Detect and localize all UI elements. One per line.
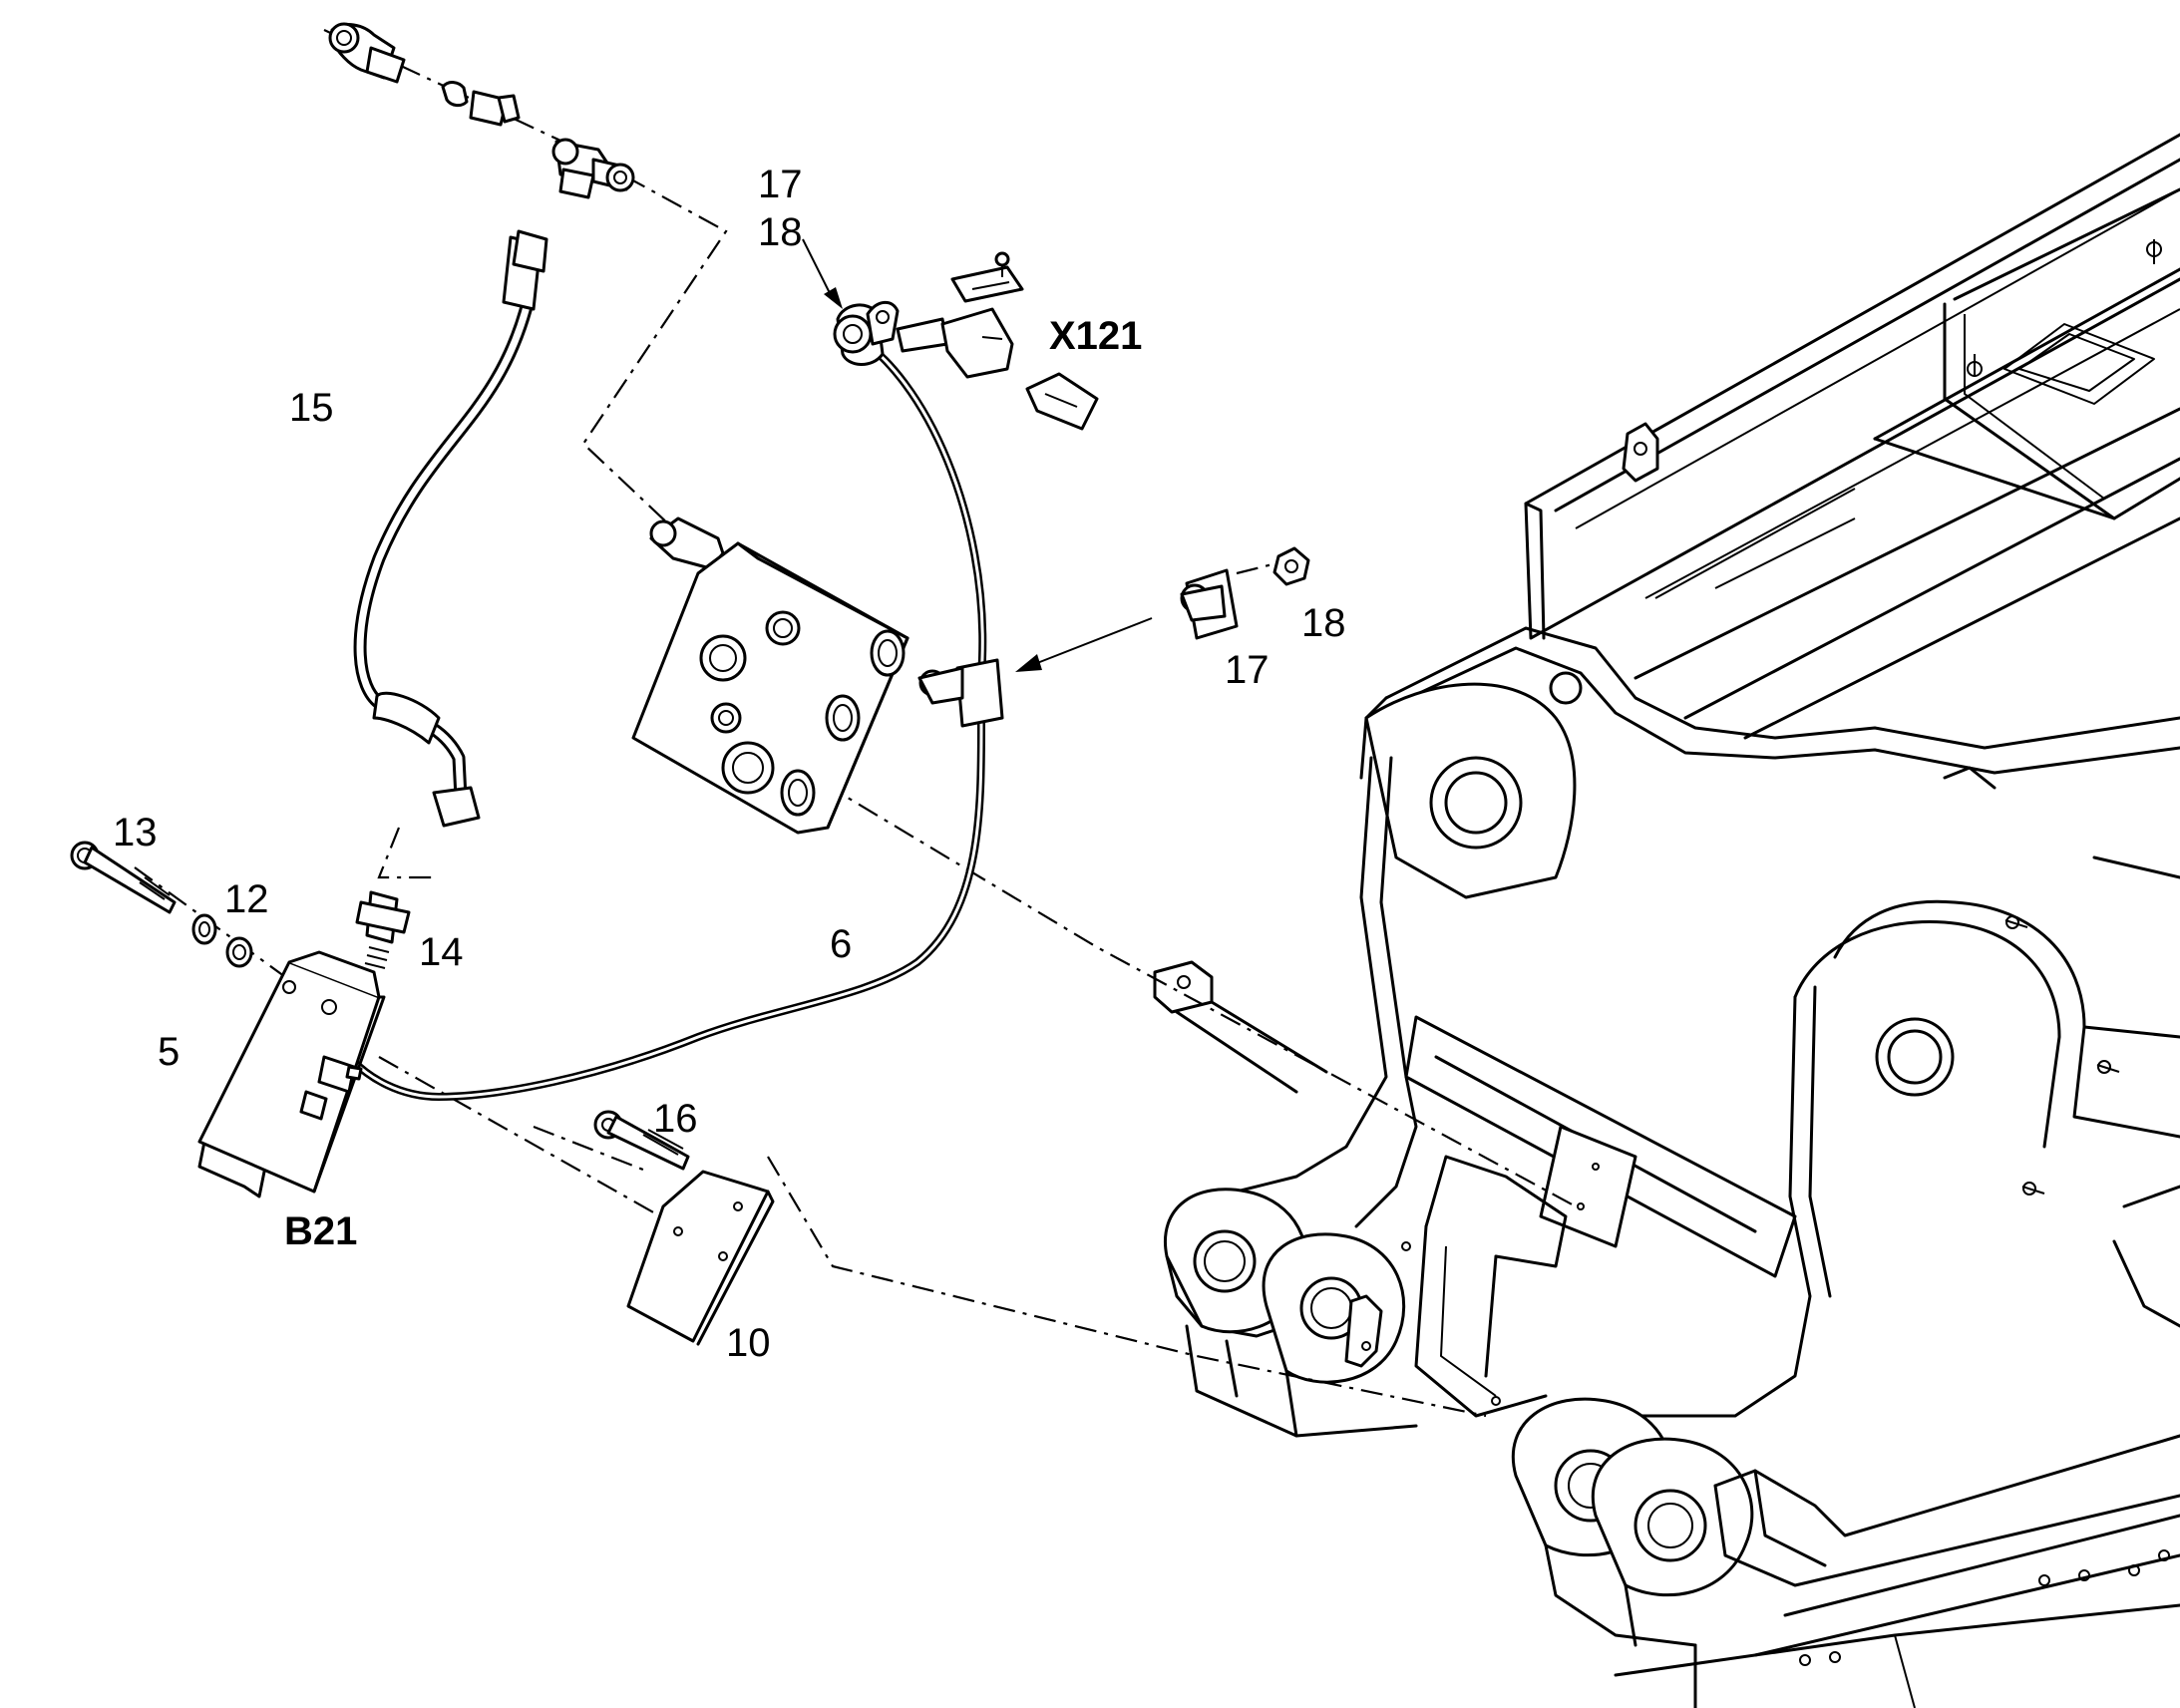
- sensor-b21: [197, 950, 386, 1198]
- clip-17-18: [1180, 546, 1310, 640]
- callout-15: 15: [289, 386, 334, 430]
- callout-b21: B21: [284, 1209, 357, 1253]
- machine-frame: [1153, 133, 2180, 1708]
- callout-18-top: 18: [758, 210, 803, 254]
- callout-13: 13: [113, 811, 158, 854]
- cable-6: [350, 330, 1004, 1101]
- callout-5: 5: [158, 1030, 180, 1074]
- callout-14: 14: [419, 930, 464, 974]
- hose-15: [353, 229, 548, 828]
- callout-17-side: 17: [1225, 648, 1270, 692]
- callout-18-side: 18: [1301, 601, 1346, 645]
- callout-16: 16: [653, 1097, 698, 1141]
- bolt-13-washers-12: [70, 841, 253, 968]
- callout-12: 12: [224, 877, 269, 921]
- callout-6: 6: [830, 922, 852, 966]
- valve-block: [631, 516, 909, 835]
- bolt-16-bracket-10: [593, 1110, 775, 1346]
- callout-17-top: 17: [758, 163, 803, 206]
- callout-labels: 13 12 14 15 5 B21 6 16 10 17 18 X121 17 …: [113, 163, 1346, 1365]
- top-fittings: [328, 22, 635, 199]
- pointer-arrows: [802, 238, 1153, 672]
- connector-x121: [833, 251, 1099, 431]
- callout-10: 10: [726, 1321, 771, 1365]
- adapter-14: [355, 890, 411, 969]
- callout-x121: X121: [1049, 314, 1142, 358]
